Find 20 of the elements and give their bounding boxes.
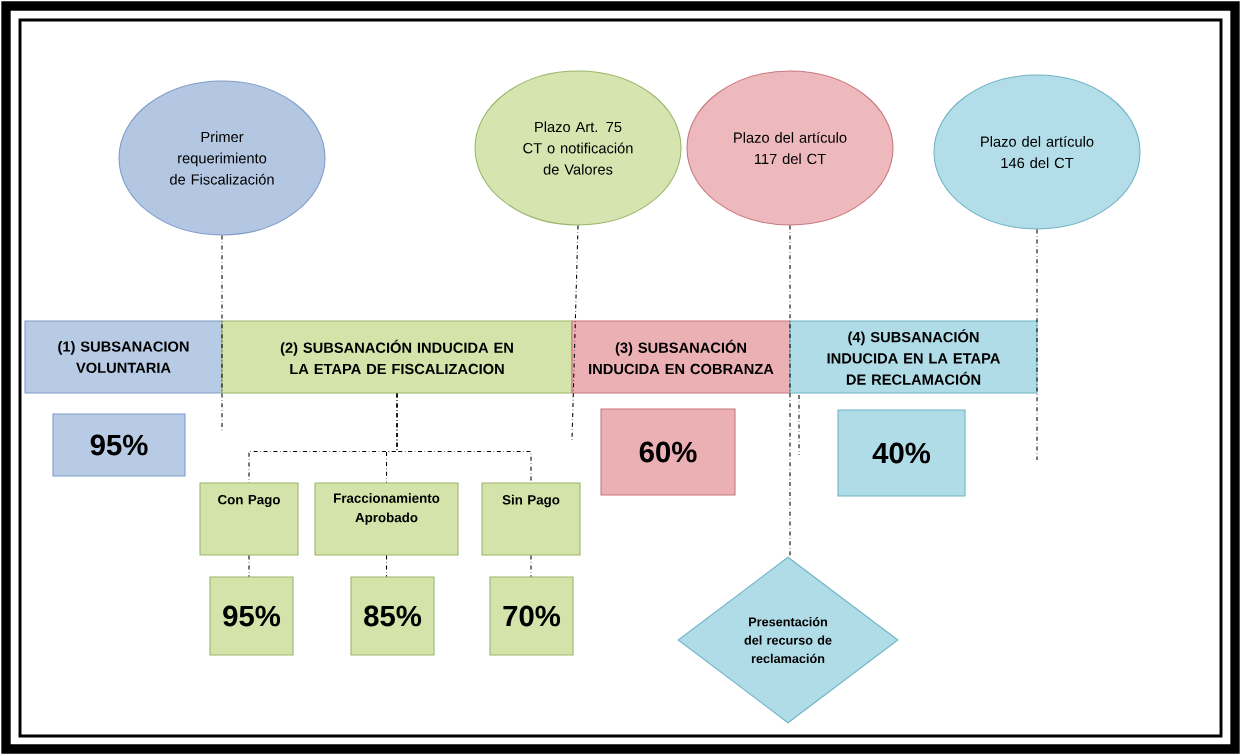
stage-band: (2) SUBSANACIÓN INDUCIDA EN LA ETAPA DE FISCALIZACION	[221, 320, 573, 394]
connector-line	[396, 393, 532, 483]
option-box: Con Pago	[199, 482, 299, 556]
percentage-box: 40%	[837, 409, 966, 497]
connector-line	[221, 235, 223, 433]
option-box: Sin Pago	[481, 482, 581, 556]
percentage-box: 85%	[350, 576, 435, 656]
percentage-box: 60%	[600, 408, 736, 496]
percentage-box: 95%	[209, 576, 294, 656]
connector-line	[248, 555, 250, 577]
connector-line	[530, 555, 532, 577]
percentage-box: 70%	[489, 576, 574, 656]
connector-line	[571, 225, 579, 441]
connector-line	[385, 555, 388, 577]
connector-line	[1036, 229, 1038, 461]
stage-band: (1) SUBSANACION VOLUNTARIA	[24, 320, 223, 394]
stage-band: (3) SUBSANACIÓN INDUCIDA EN COBRANZA	[571, 320, 791, 394]
stage-band: (4) SUBSANACIÓN INDUCIDA EN LA ETAPA DE RECLAMACIÓN	[789, 320, 1038, 394]
option-box: Fraccionamiento Aprobado	[314, 482, 459, 556]
percentage-box: 95%	[52, 413, 186, 477]
